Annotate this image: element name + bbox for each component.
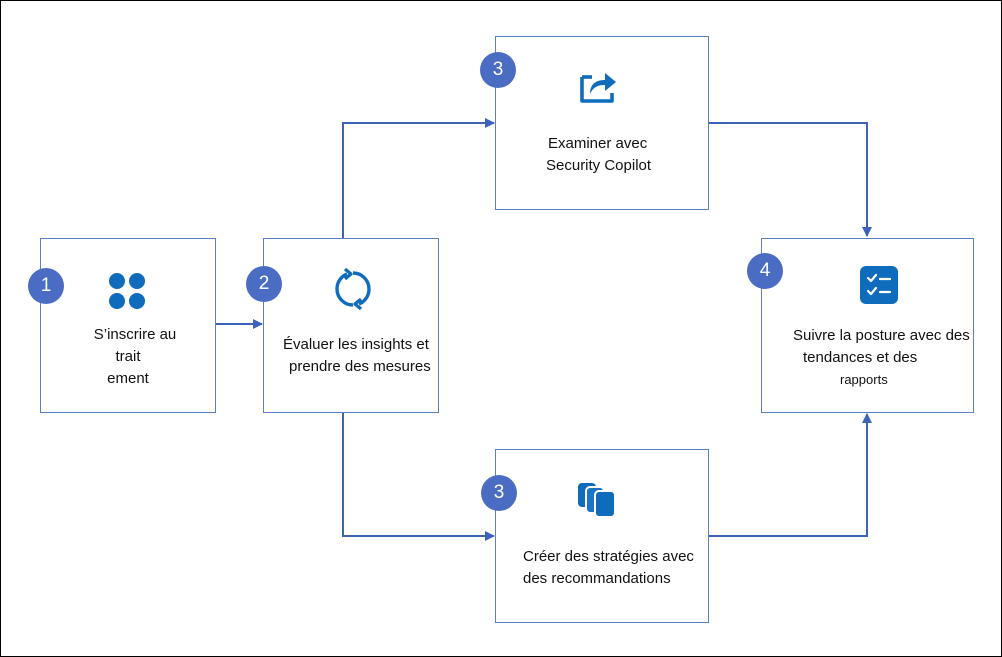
label-line: trait xyxy=(115,348,141,365)
label-line: des recommandations xyxy=(523,570,671,587)
checklist-icon xyxy=(860,266,898,304)
step-label-track: Suivre la posture avec des tendances et … xyxy=(788,325,970,391)
step-number-badge: 3 xyxy=(480,52,516,88)
step-number-badge: 2 xyxy=(246,266,282,302)
label-line: rapports xyxy=(840,372,888,387)
stacked-cards-icon xyxy=(578,483,616,518)
step-number-badge: 3 xyxy=(481,475,517,511)
step-box-evaluate xyxy=(263,238,439,413)
step-box-onboard xyxy=(40,238,216,413)
label-line: Suivre la posture avec des xyxy=(793,327,970,344)
label-line: tendances et des xyxy=(803,349,918,366)
label-line: Security Copilot xyxy=(546,157,652,174)
grid-four-dots-icon xyxy=(109,273,145,309)
label-line: S’inscrire au xyxy=(93,326,177,343)
label-line: Examiner avec xyxy=(548,135,648,152)
refresh-cycle-icon xyxy=(335,268,371,310)
step-label-policies: Créer des stratégies avec des recommanda… xyxy=(523,546,694,590)
label-line: ement xyxy=(107,370,149,387)
step-label-evaluate: Évaluer les insights et prendre des mesu… xyxy=(283,334,431,378)
label-line: Évaluer les insights et xyxy=(283,336,429,353)
step-number-badge: 1 xyxy=(28,268,64,304)
step-label-investigate: Examiner avec Security Copilot xyxy=(546,133,651,177)
step-box-investigate xyxy=(495,36,709,210)
step-number-badge: 4 xyxy=(747,253,783,289)
step-label-onboard: S’inscrire au trait ement xyxy=(40,324,216,390)
step-box-policies xyxy=(495,449,709,623)
label-line: prendre des mesures xyxy=(289,358,431,375)
label-line: Créer des stratégies avec xyxy=(523,548,694,565)
share-arrow-icon xyxy=(580,73,616,103)
